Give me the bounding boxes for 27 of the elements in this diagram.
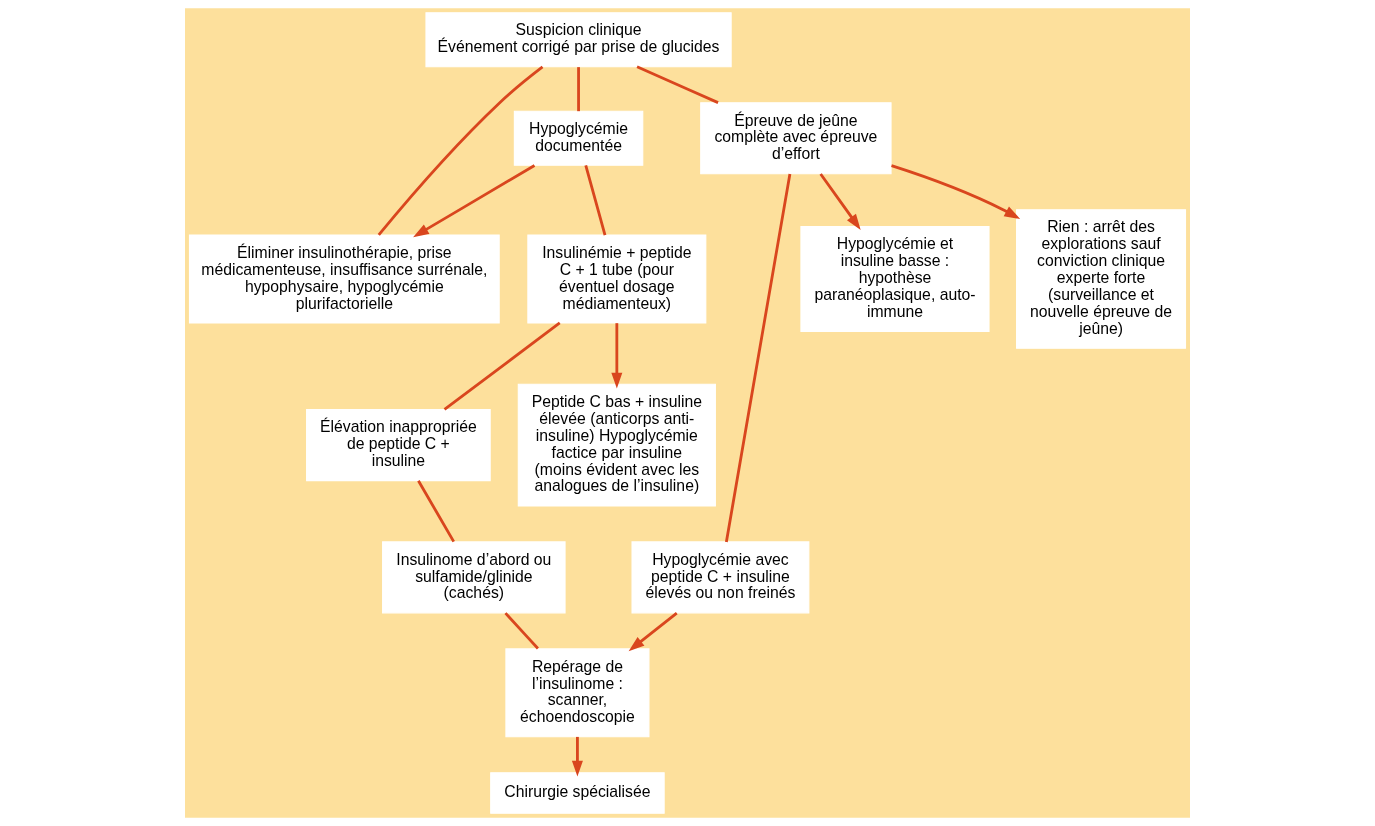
connector [504, 612, 539, 650]
arrow [413, 164, 536, 238]
node-box: Suspicion clinique Événement corrigé par prise de glucides [425, 12, 732, 68]
arrow [571, 736, 583, 777]
node-box: Rien : arrêt des explorations sauf conviction clinique experte forte (surveillance et nouvelle épreuve de jeûne) [1016, 209, 1187, 349]
connector [584, 165, 607, 236]
node-box: Hypoglycémie avec peptide C + insuline élevés ou non freinés [631, 541, 810, 614]
connector [443, 321, 561, 411]
node-box: Repérage de l’insulinome : scanner, échoendoscopie [505, 648, 650, 738]
arrow [628, 612, 678, 652]
arrow [891, 164, 1021, 219]
node-box: Élévation inappropriée de peptide C + insuline [306, 409, 491, 482]
arrow [819, 173, 861, 230]
arrow [611, 323, 623, 389]
node-box: Hypoglycémie et insuline basse : hypothèse paranéoplasique, auto-immune [800, 226, 990, 332]
connector [377, 65, 544, 236]
node-box: Insulinome d’abord ou sulfamide/glinide (cachés) [382, 541, 566, 614]
node-box: Chirurgie spécialisée [490, 772, 665, 814]
node-box: Épreuve de jeûne complète avec épreuve d’effort [700, 102, 892, 175]
node-box: Éliminer insulinothérapie, prise médicamenteuse, insuffisance surrénale, hypophysaire, hypoglycémie plurifactorielle [188, 234, 500, 324]
connector [725, 173, 792, 543]
connector [577, 67, 580, 112]
node-box: Peptide C bas + insuline élevée (anticorps anti-insuline) Hypoglycémie factice par insuline (moins évident avec les analogues de l’insuline) [517, 383, 716, 507]
connector [636, 65, 719, 104]
node-box: Insulinémie + peptide C + 1 tube (pour éventuel dosage médiamenteux) [527, 234, 707, 324]
node-box: Hypoglycémie documentée [513, 110, 644, 166]
connector [417, 480, 455, 543]
